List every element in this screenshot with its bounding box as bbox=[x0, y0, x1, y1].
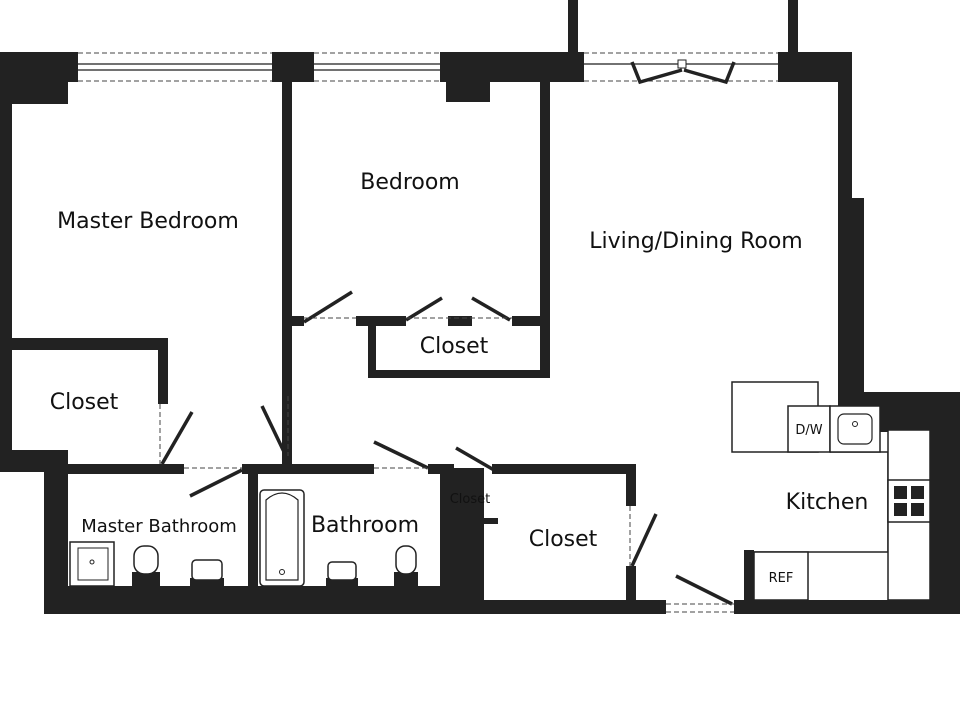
wall-bed-bottom-d bbox=[512, 316, 550, 326]
master-toilet-bowl bbox=[133, 545, 159, 575]
label-bathroom: Bathroom bbox=[311, 513, 419, 538]
wall-bottom-right bbox=[734, 600, 960, 614]
doors bbox=[159, 59, 736, 613]
refrigerator bbox=[753, 551, 809, 601]
label-living-dining-room: Living/Dining Room bbox=[589, 229, 802, 254]
wall-bottom-left bbox=[44, 586, 444, 614]
door-master-bedroom bbox=[260, 405, 288, 457]
wall-right-upper bbox=[838, 52, 852, 398]
wall-left bbox=[0, 52, 12, 462]
door-balcony-left bbox=[630, 61, 683, 85]
stove-burner-2 bbox=[911, 486, 924, 499]
wall-right-pier bbox=[852, 198, 864, 398]
bathtub bbox=[259, 489, 305, 587]
wall-mcloset-right bbox=[158, 338, 168, 404]
wall-bath-partition bbox=[248, 464, 258, 596]
wall-scloset-bottom bbox=[440, 518, 498, 524]
door-bcloset-1 bbox=[405, 296, 443, 322]
kitchen-sink-drain bbox=[852, 421, 858, 427]
fixtures bbox=[69, 381, 931, 601]
door-bcloset-2 bbox=[471, 296, 511, 322]
wall-bed-bottom-c bbox=[448, 316, 472, 326]
wall-kitchen-fridge bbox=[744, 550, 754, 614]
door-balcony-latch bbox=[677, 59, 687, 69]
dishwasher bbox=[787, 405, 831, 453]
wall-bath-top-a bbox=[242, 464, 374, 474]
door-hall-closet bbox=[630, 513, 658, 567]
wall-closet-left bbox=[368, 316, 376, 376]
master-shower-drain bbox=[89, 559, 95, 565]
master-sink-counter bbox=[190, 578, 224, 586]
label-bedroom: Bedroom bbox=[360, 170, 460, 195]
wall-hcloset-right-a bbox=[626, 464, 636, 506]
bath-sink-basin bbox=[327, 561, 357, 581]
label-kitchen: Kitchen bbox=[786, 490, 869, 515]
wall-bath-top-c bbox=[492, 464, 636, 474]
wall-post-left bbox=[568, 0, 578, 54]
stove-burner-4 bbox=[911, 503, 924, 516]
room-labels: Master Bedroom Bedroom Living/Dining Roo… bbox=[50, 170, 869, 586]
wall-corner-mid bbox=[446, 52, 490, 102]
windows bbox=[78, 52, 778, 82]
wall-closet-bottom bbox=[368, 370, 550, 378]
wall-scloset-left bbox=[440, 464, 450, 524]
stove-burner-1 bbox=[894, 486, 907, 499]
master-sink-basin bbox=[191, 559, 223, 581]
door-mcloset bbox=[160, 411, 194, 465]
wall-mcloset-top bbox=[0, 338, 168, 350]
label-closet-bedroom: Closet bbox=[420, 334, 489, 359]
kitchen-sink-basin bbox=[837, 413, 873, 445]
door-balcony-right bbox=[683, 61, 736, 85]
wall-kitchen-corner bbox=[880, 392, 930, 432]
wall-bottom-closet bbox=[484, 600, 666, 614]
stove-burner-3 bbox=[894, 503, 907, 516]
master-shower-pan bbox=[77, 547, 109, 581]
wall-bed-bottom-a bbox=[292, 316, 304, 326]
wall-post-right bbox=[788, 0, 798, 54]
wall-top-mid1 bbox=[272, 52, 314, 82]
door-master-bath bbox=[189, 468, 243, 498]
master-toilet-tank bbox=[132, 572, 160, 586]
label-dishwasher: D/W bbox=[795, 423, 822, 438]
wall-partition-1 bbox=[282, 82, 292, 466]
walls bbox=[0, 0, 960, 614]
label-master-bedroom: Master Bedroom bbox=[57, 209, 239, 234]
wall-bed-bottom-b bbox=[356, 316, 406, 326]
bath-toilet-tank bbox=[394, 572, 418, 586]
label-closet-hall: Closet bbox=[529, 527, 598, 552]
wall-mbath-top bbox=[44, 464, 184, 474]
door-entry bbox=[675, 574, 733, 606]
label-master-bathroom: Master Bathroom bbox=[81, 516, 237, 537]
label-refrigerator: REF bbox=[769, 571, 794, 586]
door-bedroom-entry bbox=[303, 290, 353, 324]
bath-sink-counter bbox=[326, 578, 358, 586]
bathtub-basin bbox=[265, 492, 299, 581]
bath-toilet-bowl bbox=[395, 545, 417, 575]
label-closet-master: Closet bbox=[50, 390, 119, 415]
wall-hcloset-right-b bbox=[626, 566, 636, 614]
label-closet-small: Closet bbox=[450, 492, 491, 507]
wall-right-lower bbox=[930, 392, 960, 614]
door-small-closet bbox=[455, 446, 495, 472]
wall-partition-2 bbox=[540, 82, 550, 376]
door-bathroom bbox=[373, 440, 429, 470]
bathtub-drain bbox=[279, 569, 285, 575]
